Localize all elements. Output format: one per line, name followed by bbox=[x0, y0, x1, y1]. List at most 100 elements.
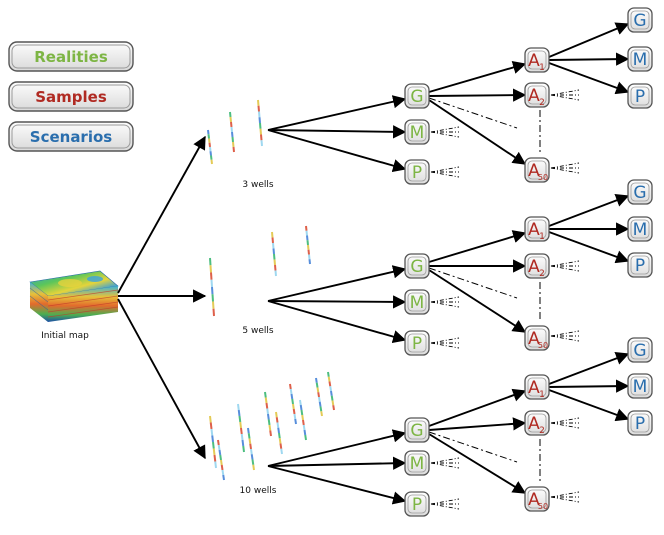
node-letter: G bbox=[633, 183, 646, 203]
well-log-segment bbox=[292, 408, 296, 415]
well-log-segment bbox=[272, 248, 275, 255]
well-log-segment bbox=[289, 388, 293, 395]
wells-label: 3 wells bbox=[242, 180, 273, 190]
well-log-segment bbox=[240, 433, 244, 441]
edge-root-to-g bbox=[267, 265, 407, 302]
well-log-segment bbox=[306, 235, 309, 241]
node-subscript: 50 bbox=[538, 173, 548, 182]
well-log-segment bbox=[260, 140, 263, 147]
node-letter: G bbox=[410, 257, 423, 277]
fan-line bbox=[430, 498, 460, 505]
well-log-segment bbox=[290, 393, 294, 400]
well-log-segment bbox=[306, 240, 309, 246]
node-inner-box bbox=[630, 340, 650, 360]
sample-node-a50: A50 bbox=[524, 486, 550, 512]
scenario-node-g: G bbox=[627, 179, 653, 205]
node-outer-box bbox=[627, 46, 653, 72]
well-log-segment bbox=[229, 116, 232, 123]
well-log-segment bbox=[210, 272, 213, 280]
node-letter: P bbox=[635, 87, 645, 107]
node-inner-box bbox=[527, 328, 547, 348]
node-inner-box bbox=[407, 86, 427, 106]
node-letter: A bbox=[528, 490, 540, 510]
well-log-segment bbox=[267, 419, 271, 426]
node-outer-box bbox=[404, 83, 430, 109]
well-log-segment bbox=[229, 111, 232, 118]
well-log-segment bbox=[265, 402, 269, 409]
fan-line bbox=[430, 503, 460, 510]
well-log-segment bbox=[274, 264, 277, 271]
node-outer-box bbox=[627, 337, 653, 363]
well-log-segment bbox=[222, 474, 225, 481]
well-log-segment bbox=[230, 121, 233, 128]
well-log-segment bbox=[307, 244, 310, 250]
well-log-segment bbox=[278, 432, 281, 439]
edge-root-to-m bbox=[267, 295, 407, 309]
well-log-segment bbox=[289, 383, 292, 390]
well-log-segment bbox=[218, 449, 222, 456]
well-log-segment bbox=[315, 382, 319, 388]
well-log-segment bbox=[278, 438, 282, 444]
node-outer-box bbox=[404, 330, 430, 356]
well-log-segment bbox=[305, 230, 308, 236]
fan-line bbox=[430, 342, 460, 349]
well-log-segment bbox=[318, 401, 322, 407]
well-log-segment bbox=[302, 424, 306, 431]
well-log-segment bbox=[209, 422, 213, 430]
well-log bbox=[327, 371, 335, 411]
well-log-segment bbox=[212, 308, 215, 317]
node-inner-box bbox=[630, 255, 650, 275]
reality-node-m: M bbox=[404, 450, 430, 476]
well-log-segment bbox=[257, 105, 260, 112]
node-outer-box bbox=[404, 119, 430, 145]
edge-g-to-a2 bbox=[428, 88, 527, 102]
well-log-segment bbox=[213, 454, 217, 462]
fan-line bbox=[550, 94, 580, 101]
well-log-segment bbox=[267, 413, 270, 420]
well-log-segment bbox=[275, 411, 278, 418]
reality-node-p: P bbox=[404, 159, 430, 185]
node-outer-box bbox=[524, 47, 550, 73]
node-outer-box bbox=[627, 410, 653, 436]
well-log-segment bbox=[238, 415, 242, 423]
well-log-segment bbox=[247, 433, 251, 439]
well-log-segment bbox=[315, 377, 318, 383]
reality-node-m: M bbox=[404, 119, 430, 145]
edge-root-to-m bbox=[267, 125, 407, 139]
well-log-segment bbox=[330, 395, 334, 401]
node-letter: A bbox=[528, 378, 540, 398]
node-letter: A bbox=[528, 51, 540, 71]
scenario-node-m: M bbox=[627, 373, 653, 399]
fan-a2 bbox=[550, 89, 580, 101]
well-log-segment bbox=[210, 155, 213, 160]
well-log-segment bbox=[220, 464, 224, 471]
node-letter: G bbox=[633, 341, 646, 361]
fan-line bbox=[430, 131, 460, 138]
fan-line bbox=[550, 167, 580, 174]
well-log-segment bbox=[328, 381, 332, 387]
dashed-g-more bbox=[428, 431, 518, 463]
well-log-segment bbox=[299, 404, 303, 411]
node-inner-box bbox=[407, 122, 427, 142]
fan-p bbox=[430, 166, 460, 178]
well-log-segment bbox=[276, 422, 280, 428]
well-log-segment bbox=[293, 413, 297, 420]
node-outer-box bbox=[524, 157, 550, 183]
edge-g-to-a2 bbox=[428, 417, 527, 431]
well-log-segment bbox=[248, 438, 252, 444]
reality-node-p: P bbox=[404, 330, 430, 356]
well-log-segment bbox=[217, 439, 220, 446]
edge-map-to-branch-3 bbox=[117, 298, 206, 460]
legend-scenarios-label: Scenarios bbox=[30, 128, 113, 146]
node-inner-box bbox=[407, 333, 427, 353]
fan-m bbox=[430, 296, 460, 308]
fan-a2 bbox=[550, 260, 580, 272]
well-log-segment bbox=[291, 398, 294, 405]
fan-m bbox=[430, 457, 460, 469]
node-inner-box bbox=[527, 489, 547, 509]
fan-line bbox=[550, 335, 580, 342]
node-letter: P bbox=[412, 334, 422, 354]
